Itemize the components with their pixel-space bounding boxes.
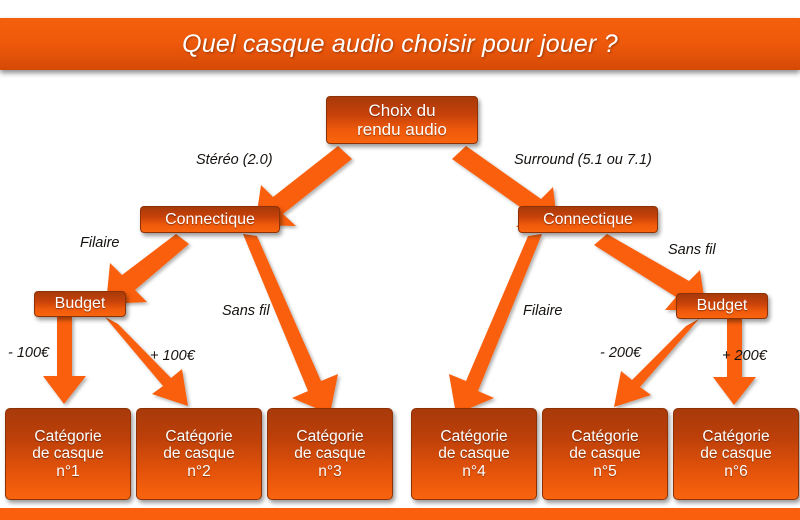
title-banner: Quel casque audio choisir pour jouer ?: [0, 18, 800, 70]
node-label: Choix du rendu audio: [357, 101, 447, 139]
bottom-accent-strip: [0, 508, 800, 520]
node-categorie-4[interactable]: Catégorie de casque n°4: [411, 408, 537, 500]
node-categorie-6[interactable]: Catégorie de casque n°6: [673, 408, 799, 500]
node-choix-rendu-audio[interactable]: Choix du rendu audio: [326, 96, 478, 144]
arrow-root-to-left-connectique: [255, 146, 352, 226]
leaf-line-1: Catégorie: [440, 427, 508, 445]
arrow-right-budget-to-leaf6: [713, 319, 756, 405]
edge-label-plus-100: + 100€: [150, 348, 195, 364]
leaf-line-1: Catégorie: [571, 427, 639, 445]
node-label: Budget: [54, 295, 106, 313]
node-connectique-left[interactable]: Connectique: [140, 206, 280, 233]
leaf-line-3: n°4: [462, 462, 486, 480]
arrow-left-budget-to-leaf2: [105, 317, 188, 406]
arrow-left-budget-to-leaf1: [43, 317, 86, 404]
leaf-line-3: n°6: [724, 462, 748, 480]
node-categorie-3[interactable]: Catégorie de casque n°3: [267, 408, 393, 500]
arrow-left-connectique-to-leaf3: [243, 234, 338, 414]
leaf-line-2: de casque: [294, 445, 366, 463]
edge-label-filaire-right: Filaire: [523, 303, 563, 319]
edge-label-sans-fil-right: Sans fil: [668, 242, 716, 258]
edge-label-filaire-left: Filaire: [80, 235, 120, 251]
edge-label-surround: Surround (5.1 ou 7.1): [514, 152, 652, 168]
arrow-left-connectique-to-budget: [106, 234, 189, 304]
node-categorie-1[interactable]: Catégorie de casque n°1: [5, 408, 131, 500]
node-budget-left[interactable]: Budget: [34, 291, 126, 317]
arrow-right-connectique-to-budget: [594, 234, 706, 310]
node-label-line1: Choix du: [368, 100, 436, 120]
leaf-line-2: de casque: [700, 445, 772, 463]
leaf-line-1: Catégorie: [34, 427, 102, 445]
leaf-line-1: Catégorie: [702, 427, 770, 445]
leaf-line-3: n°1: [56, 462, 80, 480]
node-label: Connectique: [165, 210, 255, 228]
leaf-line-2: de casque: [163, 445, 235, 463]
edge-label-stereo: Stéréo (2.0): [196, 152, 273, 168]
leaf-line-1: Catégorie: [165, 427, 233, 445]
edge-label-plus-200: + 200€: [722, 348, 767, 364]
node-label: Connectique: [543, 210, 633, 228]
leaf-line-3: n°2: [187, 462, 211, 480]
node-categorie-5[interactable]: Catégorie de casque n°5: [542, 408, 668, 500]
node-label-line2: rendu audio: [357, 120, 447, 139]
arrow-right-connectique-to-leaf4: [449, 234, 542, 414]
leaf-line-1: Catégorie: [296, 427, 364, 445]
leaf-line-3: n°3: [318, 462, 342, 480]
leaf-line-2: de casque: [569, 445, 641, 463]
node-categorie-2[interactable]: Catégorie de casque n°2: [136, 408, 262, 500]
node-connectique-right[interactable]: Connectique: [518, 206, 658, 233]
leaf-line-2: de casque: [438, 445, 510, 463]
leaf-line-3: n°5: [593, 462, 617, 480]
edge-label-sans-fil-left: Sans fil: [222, 303, 270, 319]
node-label: Budget: [696, 297, 748, 315]
edge-label-minus-100: - 100€: [8, 345, 50, 361]
edge-label-minus-200: - 200€: [600, 345, 642, 361]
arrow-right-budget-to-leaf5: [614, 319, 699, 407]
leaf-line-2: de casque: [32, 445, 104, 463]
page-title: Quel casque audio choisir pour jouer ?: [182, 29, 618, 58]
node-budget-right[interactable]: Budget: [676, 293, 768, 319]
